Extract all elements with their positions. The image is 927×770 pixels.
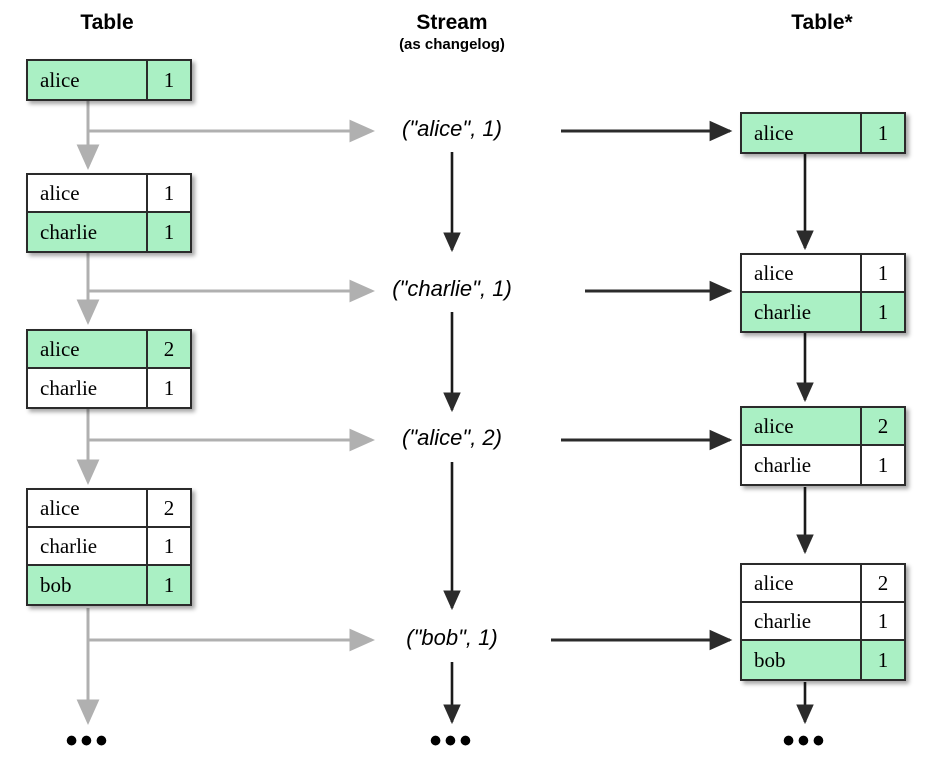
table-cell-key: charlie — [28, 369, 148, 407]
right-table-1: alice 1 — [740, 112, 906, 154]
column-header-table-title: Table — [80, 11, 134, 34]
table-cell-value: 1 — [163, 572, 175, 597]
column-header-stream-subtitle: (as changelog) — [399, 36, 505, 53]
column-header-stream-title: Stream — [416, 11, 488, 34]
table-cell-value: 1 — [877, 260, 889, 285]
stream-event-1: ("alice", 1) — [402, 116, 502, 141]
table-row: alice 1 — [28, 61, 190, 99]
table-cell-key: alice — [28, 490, 148, 526]
stream-event-3: ("alice", 2) — [402, 425, 502, 450]
table-cell-key: charlie — [742, 293, 862, 331]
table-cell-key: alice — [742, 255, 862, 291]
table-cell-value: 2 — [163, 495, 175, 520]
table-row: charlie 1 — [742, 603, 904, 641]
table-row: alice 2 — [28, 331, 190, 369]
table-row: charlie 1 — [742, 293, 904, 331]
table-cell-key: charlie — [28, 528, 148, 564]
left-table-3: alice 2 charlie 1 — [26, 329, 192, 409]
left-continuation-ellipsis: ••• — [65, 722, 111, 760]
right-table-2: alice 1 charlie 1 — [740, 253, 906, 333]
right-table-3: alice 2 charlie 1 — [740, 406, 906, 486]
table-cell-value: 1 — [877, 452, 889, 477]
table-row: alice 2 — [742, 565, 904, 603]
table-cell-value: 1 — [163, 67, 175, 92]
table-row: alice 1 — [28, 175, 190, 213]
table-cell-value: 1 — [877, 299, 889, 324]
table-row: charlie 1 — [742, 446, 904, 484]
table-cell-key: charlie — [742, 603, 862, 639]
left-table-1: alice 1 — [26, 59, 192, 101]
table-row: alice 1 — [742, 255, 904, 293]
table-cell-value: 2 — [877, 570, 889, 595]
table-row: charlie 1 — [28, 369, 190, 407]
column-header-table-star-title: Table* — [791, 11, 853, 34]
table-cell-key: alice — [742, 408, 862, 444]
table-cell-key: charlie — [28, 213, 148, 251]
table-row: charlie 1 — [28, 528, 190, 566]
table-cell-key: charlie — [742, 446, 862, 484]
table-cell-value: 2 — [163, 336, 175, 361]
table-cell-key: alice — [742, 565, 862, 601]
table-row: charlie 1 — [28, 213, 190, 251]
table-cell-key: alice — [28, 175, 148, 211]
right-table-4: alice 2 charlie 1 bob 1 — [740, 563, 906, 681]
table-cell-value: 1 — [877, 647, 889, 672]
stream-to-table-arrows — [551, 120, 733, 651]
stream-event-2: ("charlie", 1) — [392, 276, 512, 301]
column-header-table-star: Table* — [722, 10, 922, 35]
column-header-stream: Stream (as changelog) — [352, 10, 552, 54]
left-table-2: alice 1 charlie 1 — [26, 173, 192, 253]
table-cell-key: alice — [742, 114, 862, 152]
table-cell-value: 1 — [163, 375, 175, 400]
stream-event-4: ("bob", 1) — [406, 625, 498, 650]
table-row: alice 2 — [742, 408, 904, 446]
table-row: alice 1 — [742, 114, 904, 152]
table-cell-key: bob — [742, 641, 862, 679]
table-cell-key: alice — [28, 331, 148, 367]
column-header-table: Table — [7, 10, 207, 35]
table-cell-key: bob — [28, 566, 148, 604]
table-row: bob 1 — [28, 566, 190, 604]
right-continuation-ellipsis: ••• — [782, 722, 828, 760]
table-cell-value: 1 — [163, 533, 175, 558]
table-cell-value: 1 — [163, 219, 175, 244]
middle-continuation-ellipsis: ••• — [429, 722, 475, 760]
left-table-4: alice 2 charlie 1 bob 1 — [26, 488, 192, 606]
table-row: alice 2 — [28, 490, 190, 528]
table-cell-value: 1 — [877, 608, 889, 633]
table-cell-value: 2 — [877, 413, 889, 438]
table-cell-value: 1 — [877, 120, 889, 145]
table-row: bob 1 — [742, 641, 904, 679]
table-cell-value: 1 — [163, 180, 175, 205]
table-cell-key: alice — [28, 61, 148, 99]
